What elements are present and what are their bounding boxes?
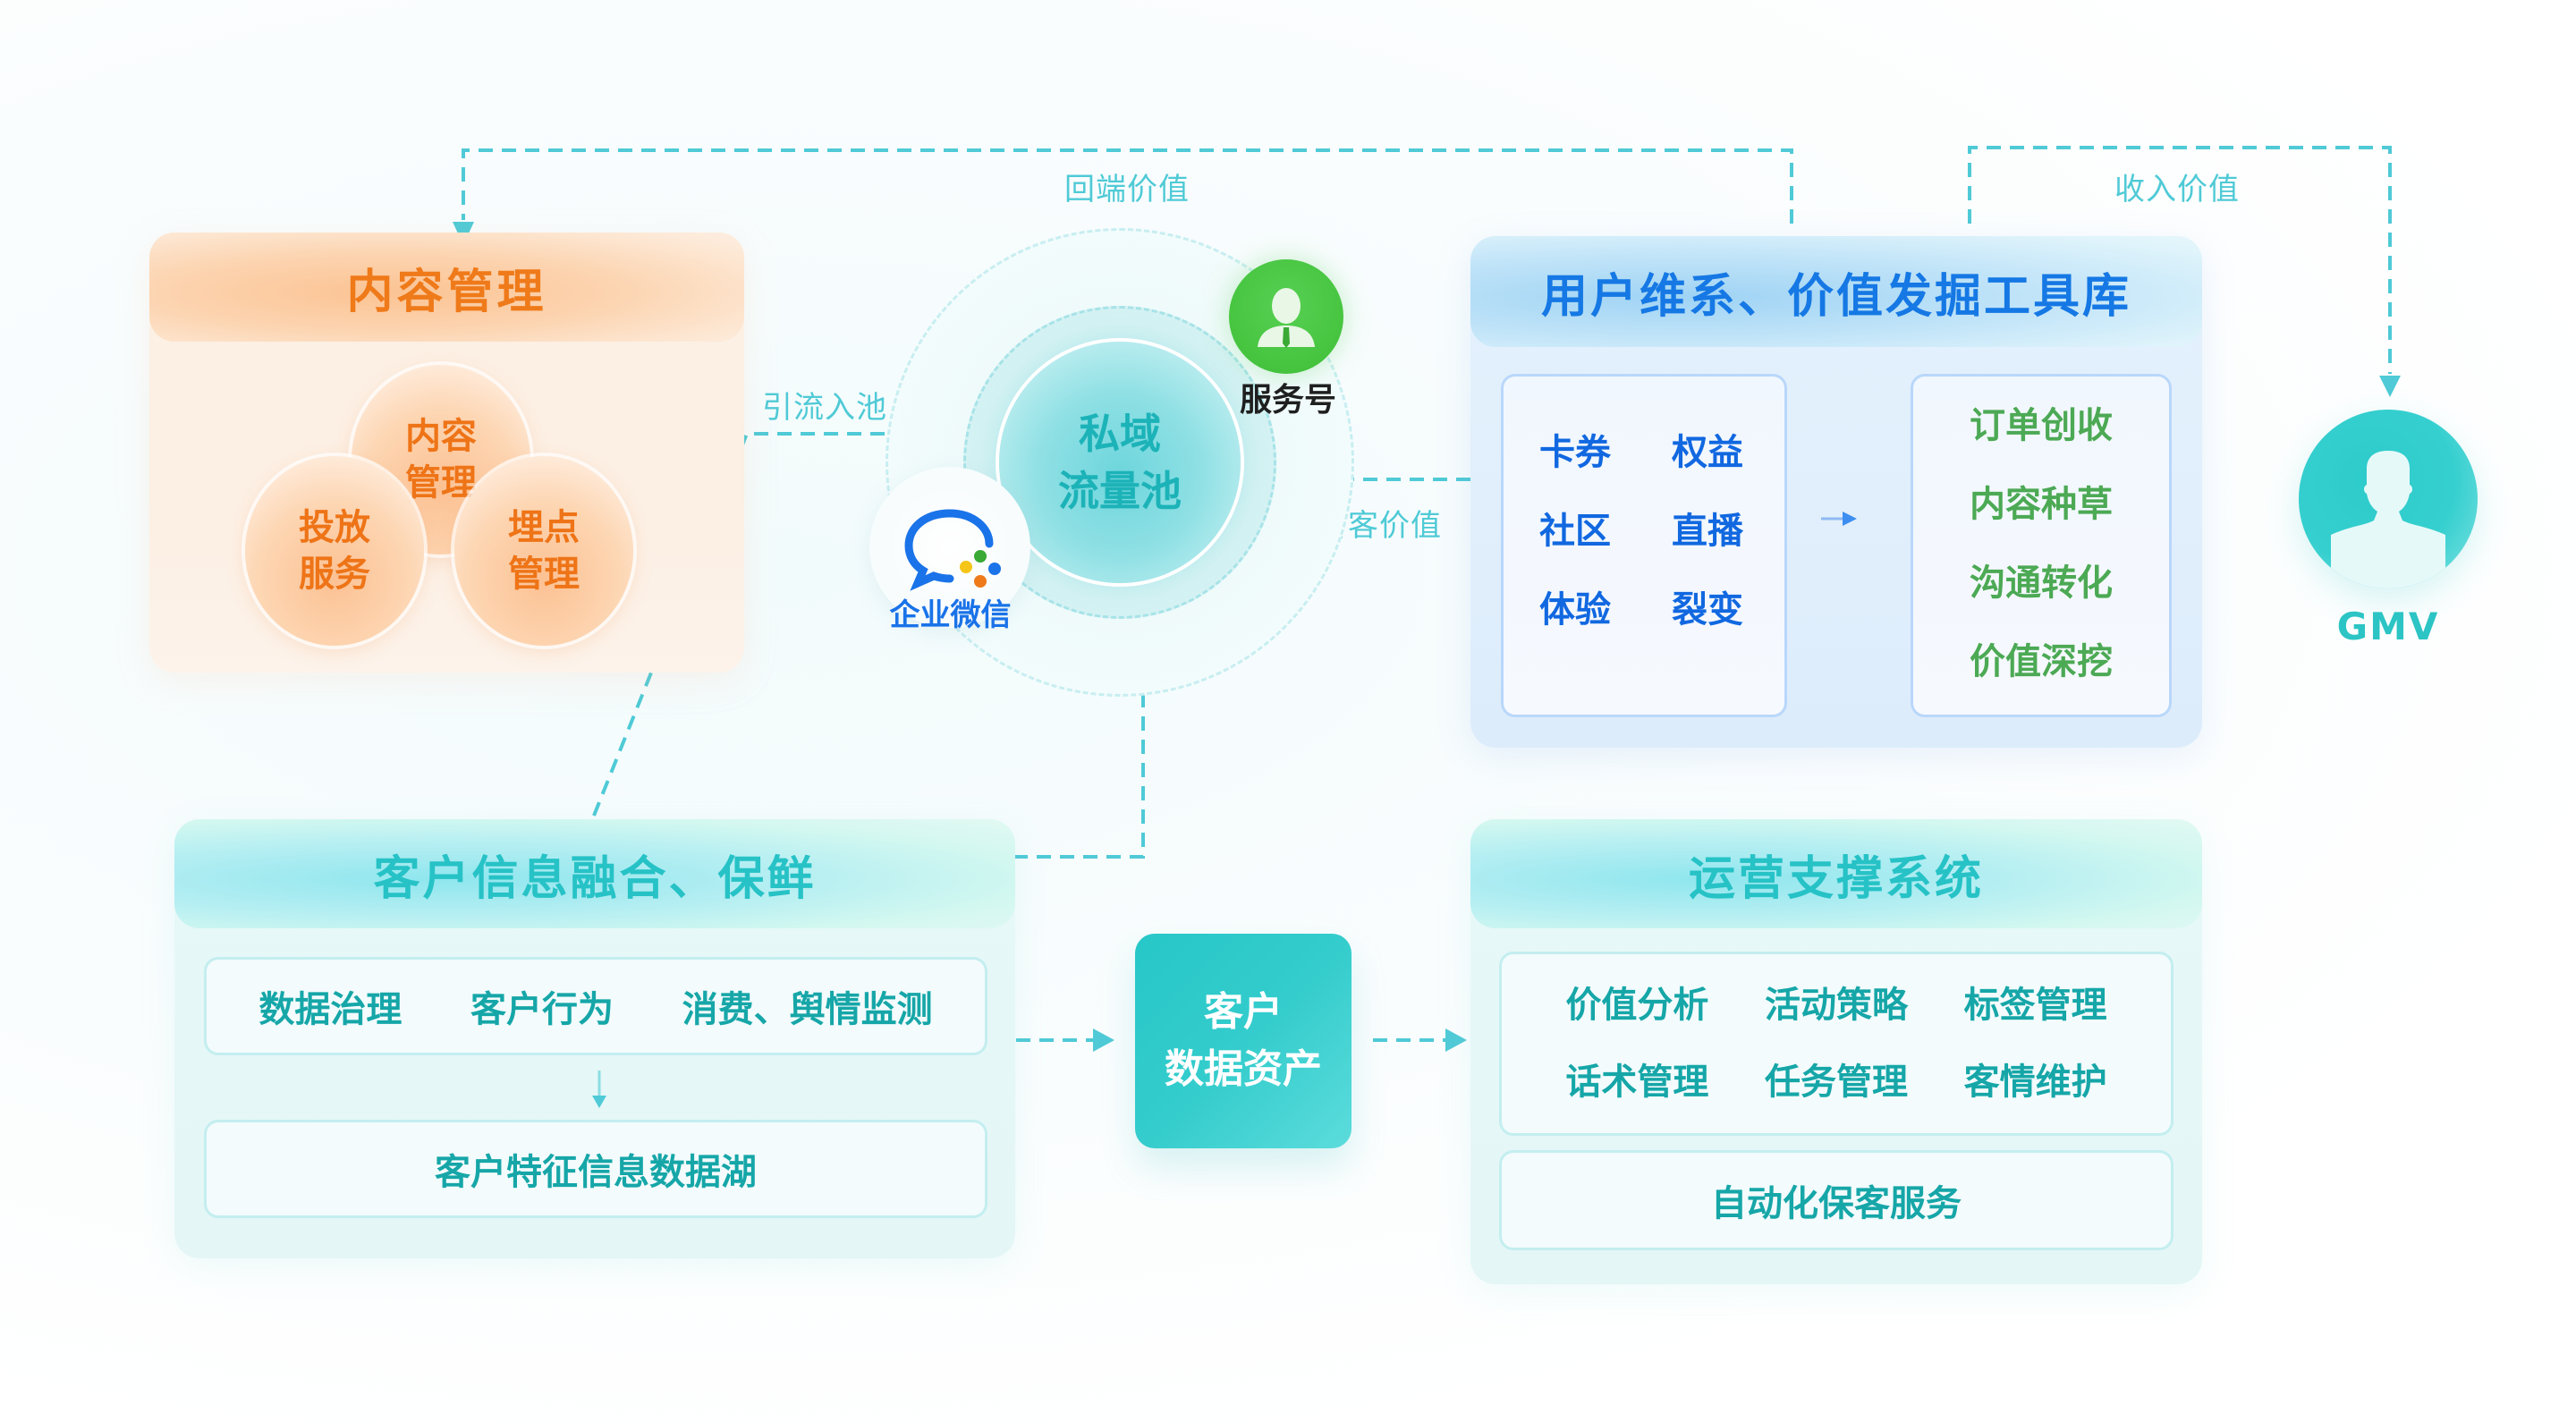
automation-service: 自动化保客服务 [1499,1150,2174,1250]
customer-data-lake: 客户特征信息数据湖 [204,1120,987,1218]
ops-item: 任务管理 [1764,1062,1908,1103]
outcome-item: 订单创收 [1970,405,2113,446]
person-with-tie-icon [1258,288,1315,348]
info-item: 数据治理 [258,989,402,1030]
info-item: 客户行为 [470,989,614,1030]
tool-item: 卡券 [1539,432,1611,473]
outcome-item: 价值深挖 [1970,641,2113,682]
customer-data-asset: 客户数据资产 [1135,934,1352,1148]
wecom-chat-bubble-icon [904,509,1001,591]
traffic-pool-core: 私域流量池 [999,342,1241,583]
tool-item: 权益 [1672,432,1743,473]
bubble-tracking-management: 埋点管理 [454,456,633,646]
gmv-avatar [2299,410,2478,588]
flow-label-traffic-in: 引流入池 [762,390,887,426]
gmv-label: GMV [2336,605,2440,648]
outcome-item: 内容种草 [1970,484,2113,525]
tool-library-title: 用户维系、价值发掘工具库 [1470,236,2202,347]
ops-item: 标签管理 [1963,985,2107,1026]
ops-item: 价值分析 [1565,985,1709,1026]
flow-label-revenue-value: 收入价值 [2114,172,2240,207]
bubble-ad-service: 投放服务 [245,456,424,646]
tool-item: 体验 [1539,589,1611,631]
ops-item: 话术管理 [1565,1062,1709,1103]
info-item: 消费、舆情监测 [682,989,933,1030]
content-management-title: 内容管理 [149,233,744,342]
customer-info-title: 客户信息融合、保鲜 [174,819,1015,928]
service-account-badge [1229,259,1343,374]
user-silhouette-icon [2331,451,2445,588]
outcome-item: 沟通转化 [1970,563,2113,604]
tool-item: 裂变 [1672,589,1743,631]
tool-item: 社区 [1539,511,1611,552]
tool-item: 直播 [1672,511,1743,552]
ops-item: 客情维护 [1963,1062,2107,1103]
service-account-label: 服务号 [1239,382,1336,419]
arrow-down-icon [592,1071,606,1108]
ops-support-title: 运营支撑系统 [1470,819,2202,928]
ops-support-items: 价值分析 活动策略 标签管理 话术管理 任务管理 客情维护 [1499,952,2174,1136]
flow-label-back-value: 回端价值 [1064,172,1190,207]
wecom-badge [869,467,1030,628]
customer-info-items: 数据治理 客户行为 消费、舆情监测 [204,957,987,1055]
tools-panel: 卡券 权益 社区 直播 体验 裂变 [1501,374,1787,717]
arrow-right-icon [1821,512,1857,526]
outcomes-panel: 订单创收 内容种草 沟通转化 价值深挖 [1911,374,2172,717]
wecom-label: 企业微信 [889,597,1012,633]
ops-item: 活动策略 [1764,985,1908,1026]
